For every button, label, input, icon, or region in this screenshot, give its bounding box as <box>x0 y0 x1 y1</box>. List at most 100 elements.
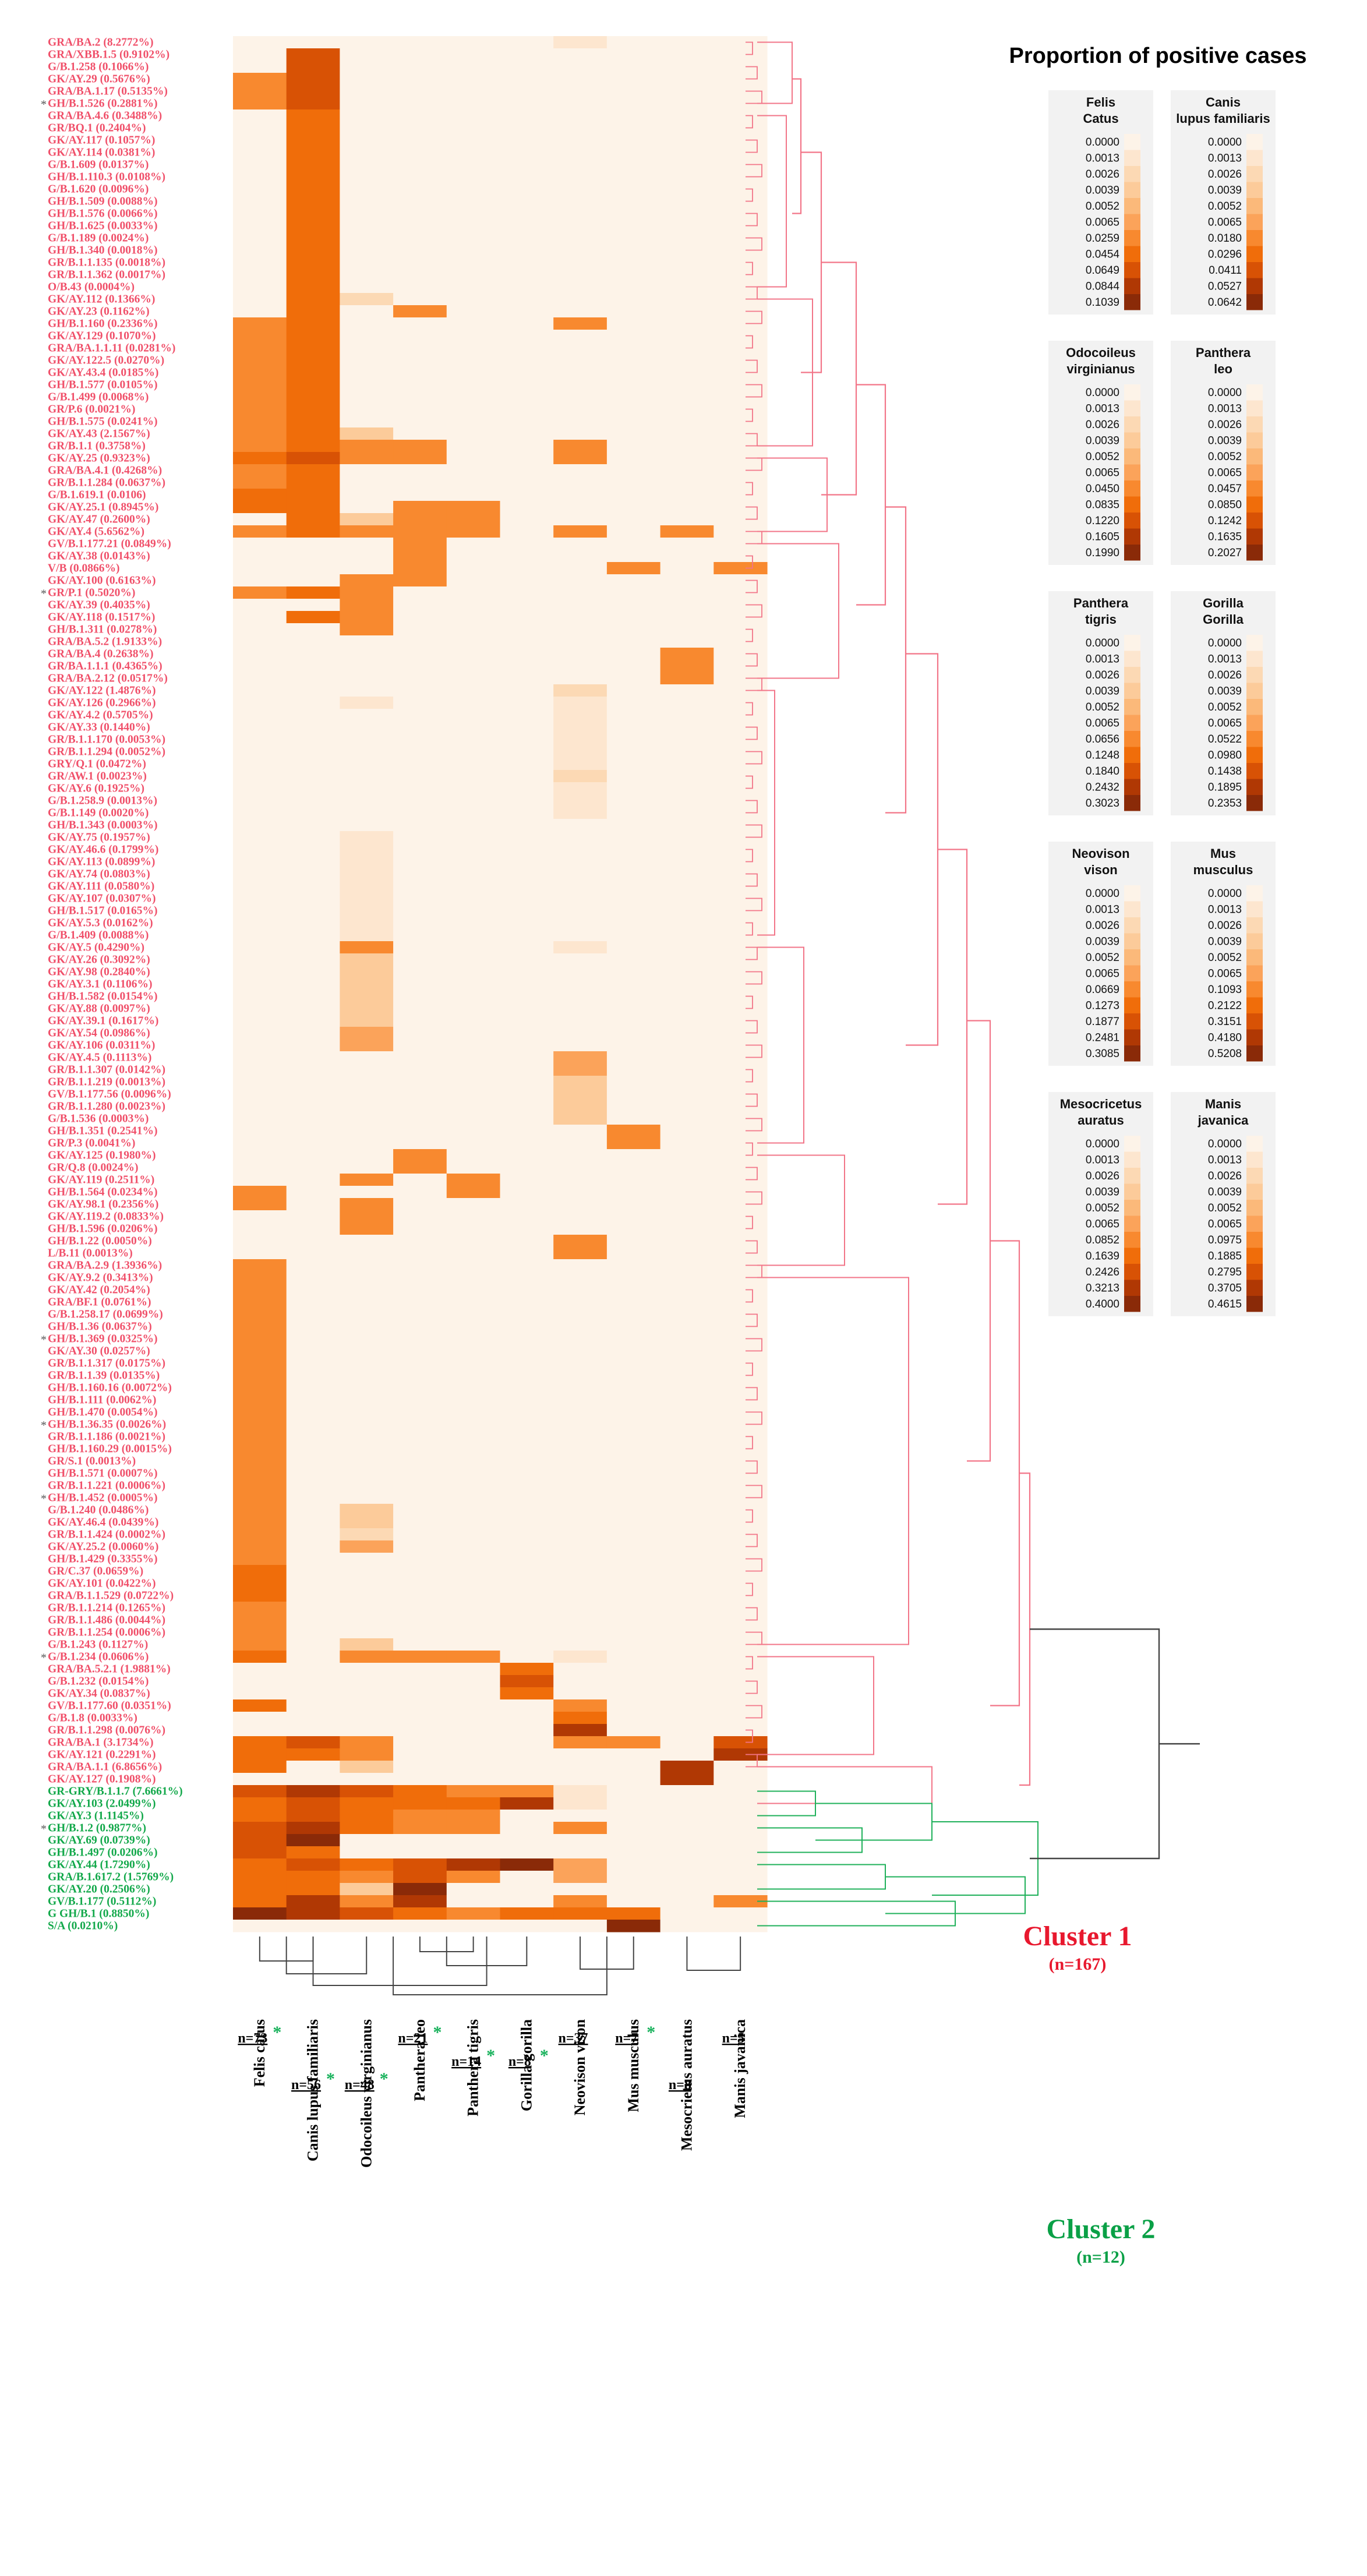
heatmap-cell <box>606 721 661 734</box>
heatmap-cell <box>286 794 340 807</box>
heatmap-cell <box>500 232 554 245</box>
heatmap-cell <box>446 1076 501 1089</box>
heatmap-cell <box>340 85 394 98</box>
heatmap-cell <box>233 1345 287 1358</box>
cluster-labels: Cluster 1 (n=167) Cluster 2 (n=12) <box>1023 1921 1155 2267</box>
heatmap-cell <box>286 1736 340 1749</box>
heatmap-cell <box>713 538 768 550</box>
heatmap-cell <box>553 1492 607 1504</box>
heatmap-cell <box>713 36 768 49</box>
heatmap-cell <box>286 525 340 538</box>
heatmap-cell <box>500 220 554 232</box>
heatmap-cell <box>553 317 607 330</box>
heatmap-cell <box>393 1015 447 1027</box>
row-label: GK/AY.43.4 (0.0185%) <box>48 366 158 379</box>
legend-key-title: Canis <box>1206 95 1241 109</box>
heatmap-cell <box>286 562 340 575</box>
heatmap-cell <box>660 843 714 856</box>
heatmap-cell <box>446 1063 501 1076</box>
heatmap-cell <box>446 782 501 795</box>
legend-swatch <box>1124 294 1140 310</box>
heatmap-cell <box>553 1015 607 1027</box>
column-label: Odocoileus virginianus <box>358 2019 375 2168</box>
heatmap-cell <box>660 244 714 257</box>
heatmap-cell <box>233 953 287 966</box>
heatmap-cell <box>553 1565 607 1578</box>
legend-swatch <box>1124 528 1140 545</box>
row-label: GK/AY.121 (0.2291%) <box>48 1748 156 1761</box>
legend-value: 0.0013 <box>1086 903 1119 916</box>
legend-swatch <box>1124 683 1140 699</box>
significance-star: * <box>326 2069 335 2089</box>
heatmap-cell <box>660 1381 714 1394</box>
heatmap-cell <box>500 195 554 208</box>
heatmap-cell <box>286 171 340 183</box>
heatmap-cell <box>500 1687 554 1700</box>
heatmap-cell <box>340 1284 394 1296</box>
heatmap-cell <box>660 48 714 61</box>
heatmap-cell <box>500 1724 554 1737</box>
heatmap-cell <box>660 1748 714 1761</box>
heatmap-cell <box>233 1235 287 1248</box>
heatmap-cell <box>340 990 394 1003</box>
heatmap-cell <box>500 843 554 856</box>
heatmap-cell <box>553 917 607 930</box>
heatmap-cell <box>606 1125 661 1137</box>
heatmap-cell <box>393 586 447 599</box>
heatmap-cell <box>713 122 768 135</box>
heatmap-cell <box>660 1015 714 1027</box>
significance-star: * <box>380 2069 388 2089</box>
heatmap-cell <box>606 109 661 122</box>
heatmap-cell <box>286 1161 340 1174</box>
heatmap-cell <box>233 403 287 416</box>
heatmap-cell <box>553 1186 607 1199</box>
heatmap-cell <box>713 562 768 575</box>
heatmap-cell <box>500 1883 554 1896</box>
legend-swatch <box>1124 981 1140 998</box>
heatmap-cell <box>553 1088 607 1101</box>
dendrogram-branch <box>757 41 793 104</box>
heatmap-cell <box>500 697 554 709</box>
row-label: GK/AY.4 (5.6562%) <box>48 525 144 538</box>
heatmap-cell <box>446 391 501 404</box>
dendrogram-branch <box>792 78 802 214</box>
heatmap-cell <box>606 1785 661 1798</box>
legend-value: 0.0026 <box>1086 168 1119 181</box>
heatmap-cell <box>500 672 554 685</box>
heatmap-cell <box>233 232 287 245</box>
heatmap-cell <box>286 1846 340 1859</box>
significance-star: * <box>540 2046 549 2065</box>
heatmap-cell <box>713 574 768 587</box>
row-label: GK/AY.106 (0.0311%) <box>48 1039 155 1051</box>
heatmap-cell <box>553 1345 607 1358</box>
heatmap-cell <box>393 48 447 61</box>
heatmap-cell <box>340 1589 394 1602</box>
heatmap-cell <box>286 440 340 453</box>
heatmap-cell <box>500 158 554 171</box>
row-label: GH/B.1.22 (0.0050%) <box>48 1235 152 1247</box>
heatmap-cell <box>286 146 340 159</box>
heatmap-cell <box>713 293 768 306</box>
heatmap-cell <box>606 1394 661 1407</box>
heatmap-cell <box>713 1039 768 1052</box>
heatmap-cell <box>500 1125 554 1137</box>
heatmap-cell <box>286 1320 340 1333</box>
heatmap-cell <box>393 1553 447 1566</box>
heatmap-cell <box>713 1528 768 1541</box>
heatmap-cell <box>446 354 501 367</box>
heatmap-cell <box>500 1602 554 1614</box>
heatmap-cell <box>713 1467 768 1480</box>
column-count: n=73 <box>238 2031 267 2046</box>
heatmap-cell <box>393 1333 447 1345</box>
dendrogram-branch <box>757 946 804 1144</box>
heatmap-cell <box>286 1651 340 1663</box>
heatmap-cell <box>713 1626 768 1639</box>
heatmap-cell <box>446 1149 501 1162</box>
heatmap-cell <box>553 452 607 465</box>
heatmap-cell <box>606 379 661 391</box>
row-label: GK/AY.6 (0.1925%) <box>48 782 144 794</box>
heatmap-cell <box>340 1907 394 1920</box>
dendrogram-branch <box>746 1460 758 1474</box>
heatmap-cell <box>660 1822 714 1835</box>
heatmap-cell <box>286 1871 340 1884</box>
